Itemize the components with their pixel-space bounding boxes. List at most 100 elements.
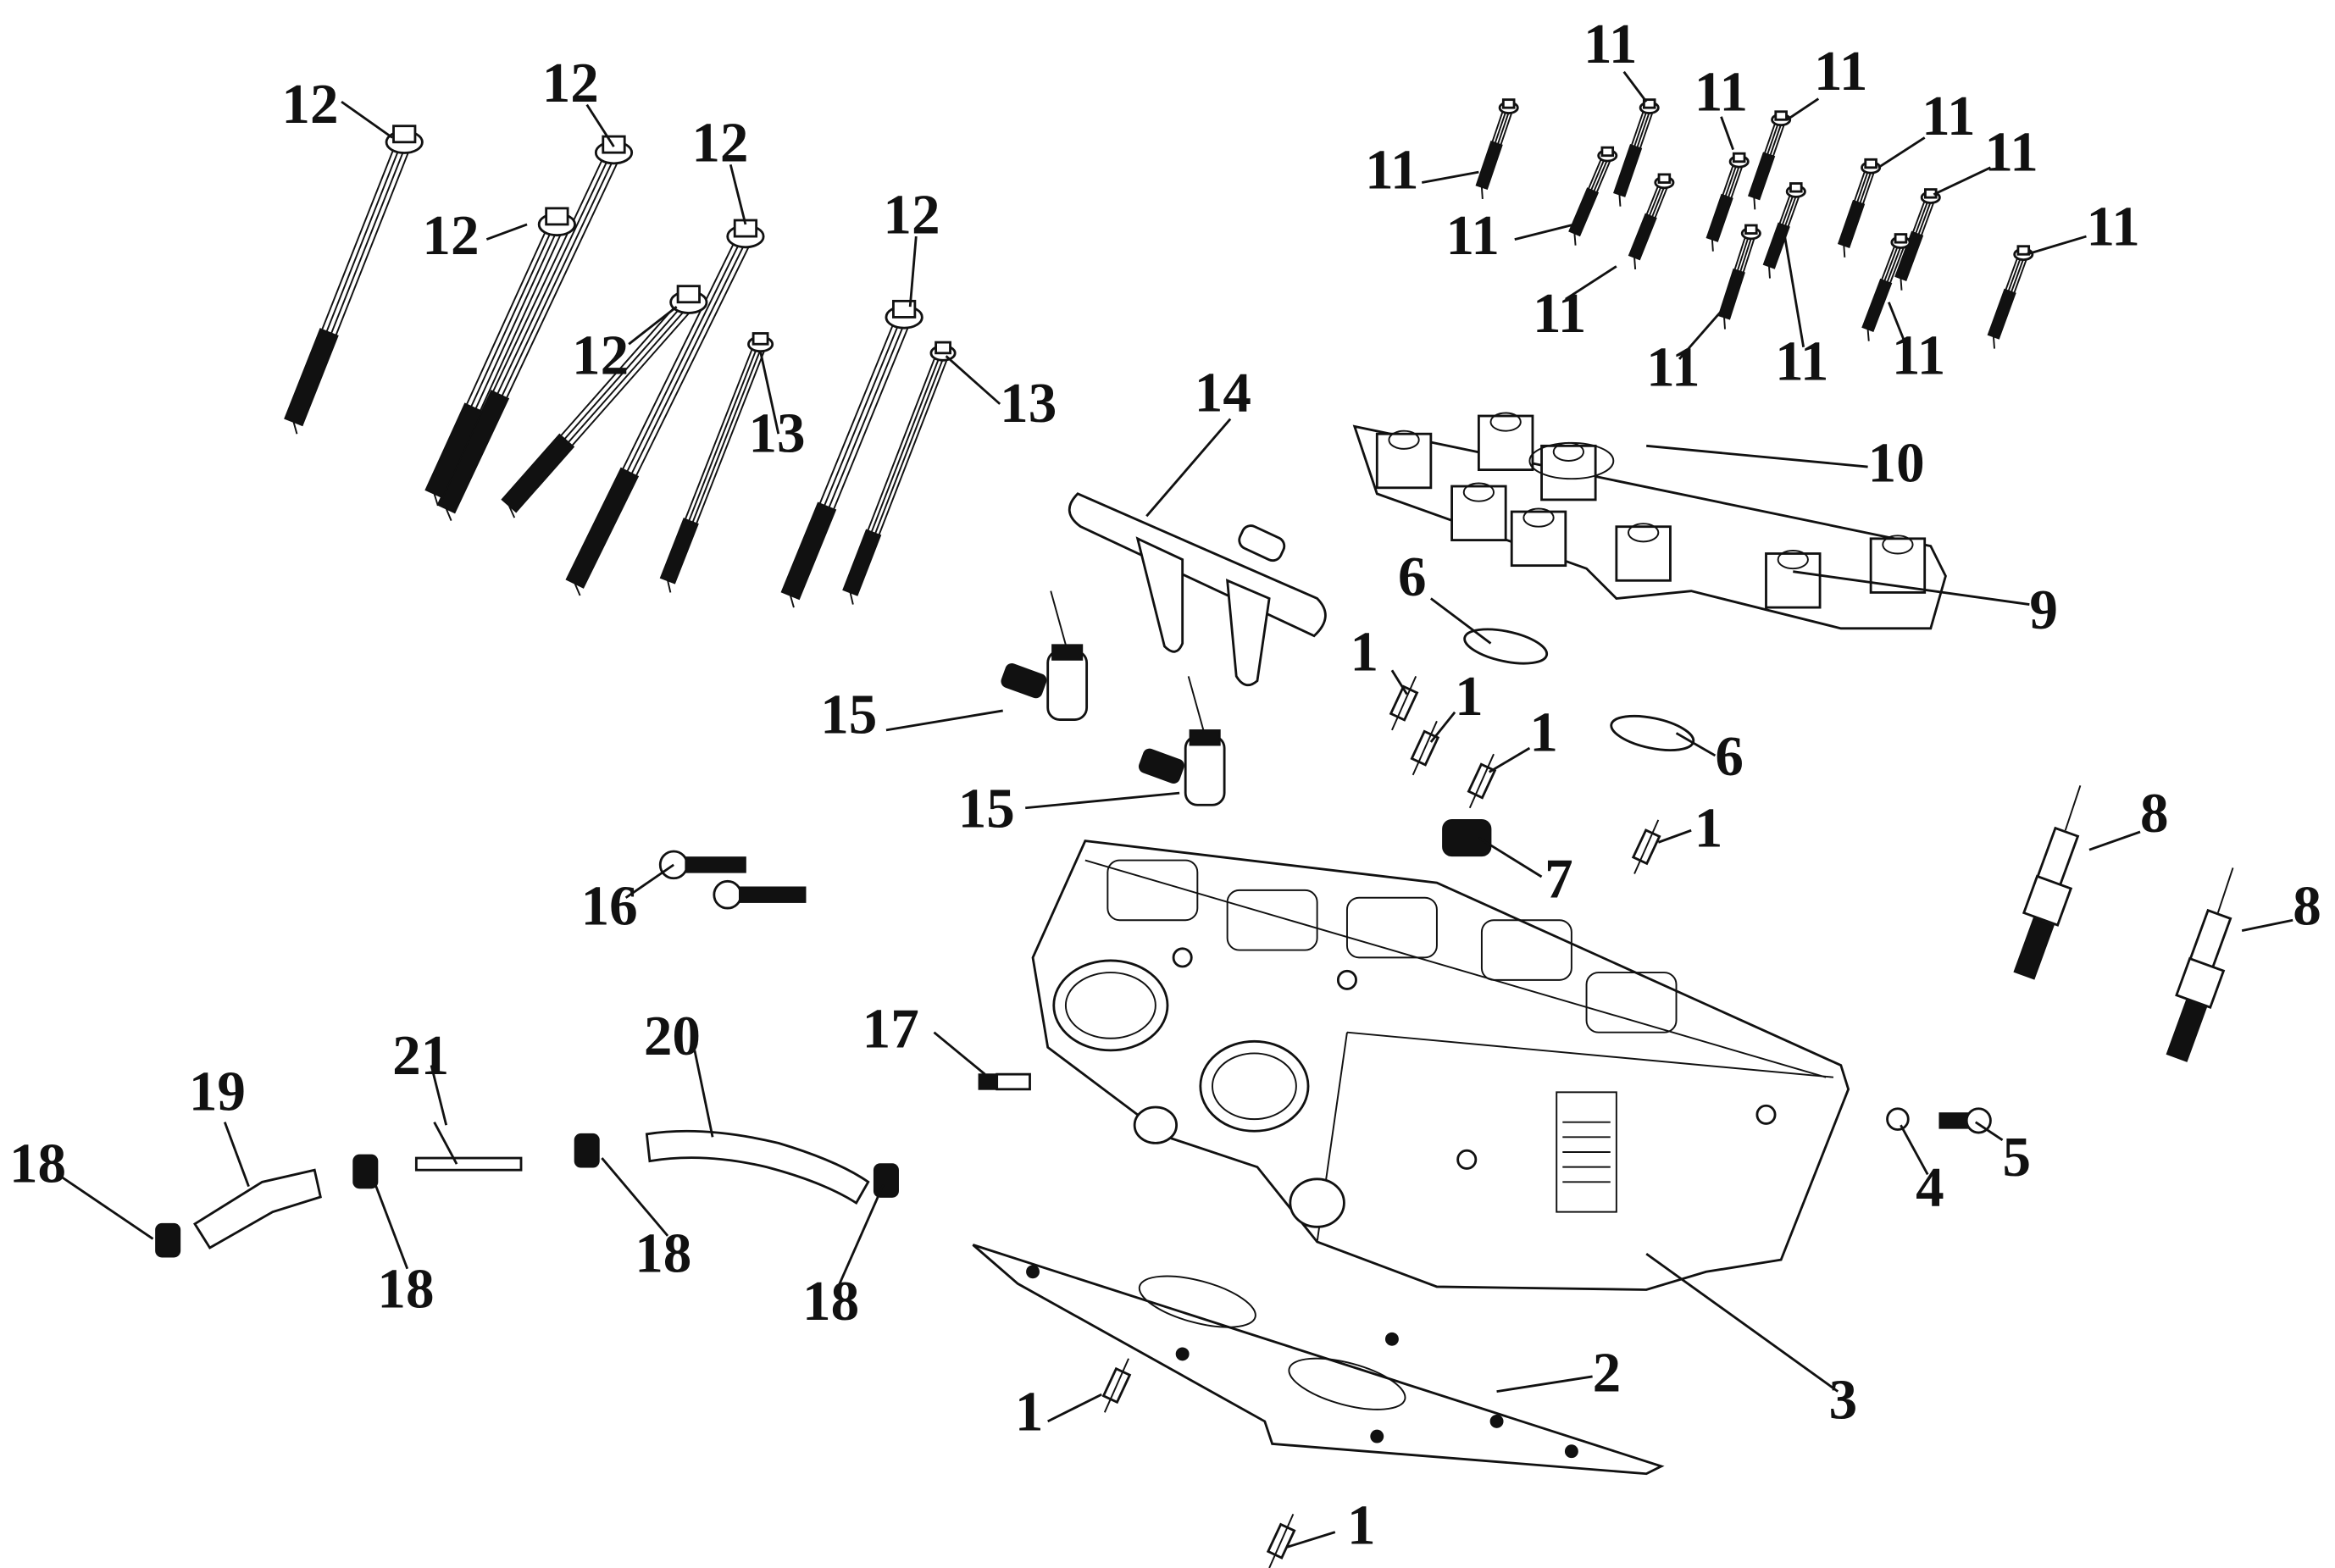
head-gasket-2 <box>972 1244 1665 1476</box>
cam-cap-bolt-11 <box>1717 224 1761 330</box>
injector-15 <box>1138 676 1226 806</box>
callout-label-11: 11 <box>1775 330 1828 393</box>
bolt-hex <box>2016 245 2031 256</box>
cam-cap-bolt-11 <box>1747 110 1792 210</box>
head-bolt-12 <box>501 285 708 518</box>
dowel-pin-1 <box>1266 1514 1296 1568</box>
washer-4 <box>1886 1107 1910 1131</box>
bolt-hex <box>892 299 917 319</box>
leader-line-1 <box>1429 711 1456 743</box>
callout-label-1: 1 <box>1350 619 1378 683</box>
dowel-pin-1 <box>1467 753 1497 809</box>
coolant-outlet <box>1133 1105 1179 1144</box>
head-bolt-12 <box>284 125 424 435</box>
spark-plug-8 <box>2166 867 2234 1062</box>
fuel-rail-14 <box>1068 492 1327 687</box>
callout-label-11: 11 <box>1814 39 1867 103</box>
hose-clamp-18 <box>155 1222 181 1258</box>
intake-port <box>1199 1039 1310 1133</box>
callout-label-3: 3 <box>1829 1367 1858 1431</box>
threaded-section <box>842 529 882 596</box>
callout-label-5: 5 <box>2003 1125 2032 1188</box>
leader-line-12 <box>485 223 528 241</box>
sensor-17 <box>978 1072 1031 1091</box>
leader-line-21 <box>430 1065 448 1126</box>
callout-label-20: 20 <box>644 1004 701 1067</box>
cam-cap-bolt-11 <box>1613 98 1660 207</box>
cam-cap <box>1765 552 1822 609</box>
cam-cap <box>1477 414 1534 472</box>
callout-label-8: 8 <box>2293 874 2321 938</box>
bolt-16 <box>713 879 807 910</box>
leader-line-11 <box>1888 302 1908 348</box>
callout-label-18: 18 <box>802 1269 859 1333</box>
callout-label-6: 6 <box>1715 724 1744 788</box>
callout-label-10: 10 <box>1868 431 1925 495</box>
hex <box>2022 874 2073 927</box>
threaded-section <box>1717 268 1745 320</box>
stud-13 <box>842 341 957 605</box>
dowel-pin-1 <box>1631 819 1661 874</box>
leader-line-13 <box>945 355 1001 405</box>
callout-label-15: 15 <box>958 777 1015 840</box>
leader-line-1 <box>1657 828 1692 844</box>
bolt-hex <box>1789 182 1803 193</box>
dowel-pin-1 <box>1389 675 1419 731</box>
threaded-section <box>1613 143 1643 197</box>
leader-line-7 <box>1478 836 1543 878</box>
head-bolt-12 <box>565 219 765 596</box>
hose-20 <box>645 1129 870 1205</box>
callout-label-14: 14 <box>1195 361 1251 424</box>
injector-15 <box>1001 590 1089 721</box>
leader-line-16 <box>624 863 674 899</box>
threaded-section <box>1628 213 1657 261</box>
leader-line-20 <box>693 1050 714 1138</box>
leader-line-18 <box>373 1181 409 1270</box>
dowel-pin-1 <box>1101 1358 1132 1413</box>
tee-fitting-21 <box>414 1121 523 1172</box>
callout-label-11: 11 <box>1646 335 1700 399</box>
intake-port <box>1052 959 1169 1052</box>
leader-line-1 <box>1047 1393 1102 1423</box>
callout-label-18: 18 <box>377 1257 434 1321</box>
callout-label-11: 11 <box>1533 281 1586 345</box>
leader-line-11 <box>1877 136 1926 169</box>
callout-label-13: 13 <box>748 401 805 464</box>
callout-label-11: 11 <box>1984 119 2038 183</box>
bolt-hex <box>1657 173 1672 184</box>
bolt-hex <box>545 207 569 226</box>
leader-line-12 <box>628 305 678 346</box>
callout-label-18: 18 <box>9 1131 66 1194</box>
leader-line-1 <box>1390 669 1408 695</box>
callout-label-11: 11 <box>1694 60 1748 124</box>
leader-line-1 <box>1286 1531 1336 1549</box>
bolt-5 <box>1938 1107 1992 1134</box>
leader-line-12 <box>729 163 747 225</box>
threaded-section <box>780 501 837 601</box>
bolt-hex <box>1600 146 1615 158</box>
threaded-section <box>1475 141 1503 191</box>
cam-cap-bolt-11 <box>1894 188 1941 291</box>
bore-opening <box>1528 441 1615 480</box>
bolt-hex <box>1744 224 1758 235</box>
callout-label-9: 9 <box>2029 578 2058 641</box>
threaded-section <box>1568 187 1600 237</box>
bolt-hex <box>752 332 769 346</box>
leader-line-11 <box>1565 265 1617 301</box>
leader-line-2 <box>1496 1375 1593 1393</box>
leader-line-1 <box>1489 746 1531 773</box>
bolt-hex <box>1501 98 1516 109</box>
stud-13 <box>659 332 774 593</box>
spark-plug-8 <box>2013 784 2082 980</box>
callout-label-1: 1 <box>1694 796 1723 860</box>
threaded-section <box>1894 230 1924 281</box>
callout-label-21: 21 <box>392 1023 449 1087</box>
threaded-section <box>1861 278 1893 333</box>
cam-cap-bolt-11 <box>1628 173 1675 269</box>
callout-label-17: 17 <box>862 996 919 1060</box>
cam-cap <box>1510 510 1567 568</box>
callout-label-1: 1 <box>1455 664 1484 728</box>
callout-label-4: 4 <box>1916 1155 1944 1219</box>
